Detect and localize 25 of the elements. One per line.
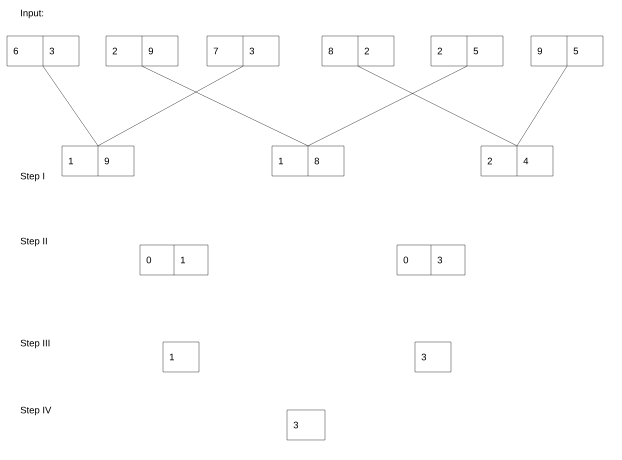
- number-box: 3: [286, 410, 326, 440]
- number-pair-box: 1 9: [62, 146, 134, 176]
- heading: Input:: [21, 10, 44, 18]
- step-label: Step II: [20, 238, 47, 246]
- connector-line: [142, 66, 308, 146]
- step-label: Step III: [20, 340, 50, 348]
- number-pair-box: 2 5: [430, 36, 504, 66]
- number-pair-box: 6 3: [6, 36, 80, 66]
- number-pair-box: 0 3: [396, 244, 466, 276]
- step-label: Step I: [20, 172, 44, 182]
- number-pair-box: 2 9: [106, 36, 178, 66]
- connector-line: [516, 66, 568, 146]
- number-pair-box: 0 1: [140, 244, 208, 276]
- number-pair-box: 2 4: [480, 146, 554, 176]
- number-pair-box: 1 8: [272, 146, 344, 176]
- connector-line: [42, 66, 98, 146]
- number-box: 1: [162, 342, 200, 372]
- number-box: 3: [414, 342, 452, 372]
- step-label: Step IV: [20, 406, 52, 416]
- number-pair-box: 8 2: [322, 36, 394, 66]
- connector-line: [358, 66, 518, 146]
- number-pair-box: 7 3: [206, 36, 280, 66]
- connector-line: [308, 66, 468, 146]
- connector-line: [98, 66, 244, 146]
- number-pair-box: 9 5: [530, 36, 604, 66]
